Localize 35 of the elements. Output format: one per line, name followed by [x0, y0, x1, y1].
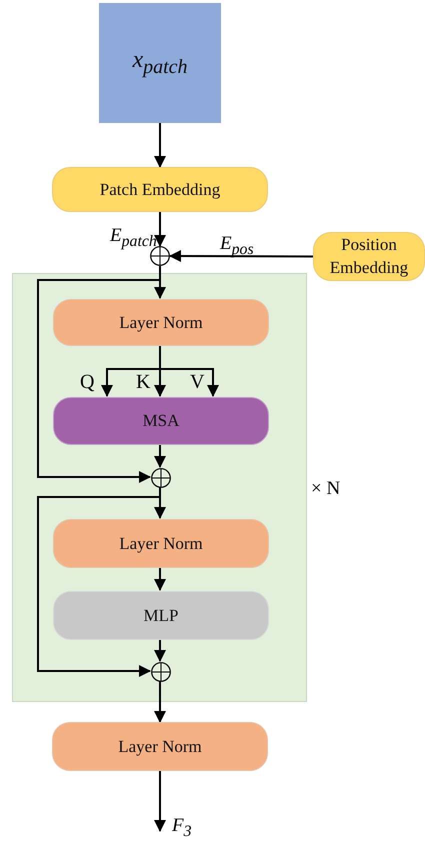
- edge-label: E$_{pos}$: [220, 234, 254, 258]
- process-box: [313, 232, 425, 281]
- arrow: [154, 639, 166, 662]
- edge-label: E$_{patch}$: [110, 226, 157, 250]
- box-label: Position Embedding: [328, 234, 410, 279]
- arrow: [154, 567, 166, 591]
- process-box: [53, 591, 269, 640]
- sum-circle: [151, 662, 171, 682]
- process-box: [52, 722, 268, 771]
- box-label: Layer Norm: [119, 534, 203, 554]
- arrow: [169, 250, 313, 262]
- edge-label: Q: [80, 372, 94, 392]
- box-label: MSA: [142, 411, 180, 431]
- arrow: [37, 487, 161, 677]
- edge-label: F$_{3}$: [172, 816, 192, 840]
- attention-box: [53, 397, 269, 445]
- arrow: [154, 123, 166, 168]
- edge-label: K: [136, 372, 150, 392]
- box-label: Patch Embedding: [100, 180, 220, 200]
- process-box: [52, 167, 268, 212]
- process-box: [53, 299, 269, 346]
- edge-label: V: [190, 372, 204, 392]
- box-label: Layer Norm: [119, 312, 203, 332]
- box-label: MLP: [144, 606, 178, 626]
- box-label: Layer Norm: [118, 736, 202, 756]
- sum-circle: [151, 468, 171, 488]
- input-patch-box: [99, 3, 221, 123]
- input-label: x$_{patch}$: [132, 47, 188, 79]
- arrow: [159, 345, 219, 397]
- repeat-count: × N: [311, 479, 340, 498]
- arrow: [154, 212, 166, 247]
- arrow: [154, 444, 166, 468]
- arrow: [154, 681, 166, 723]
- process-box: [53, 519, 269, 568]
- arrow: [154, 771, 166, 832]
